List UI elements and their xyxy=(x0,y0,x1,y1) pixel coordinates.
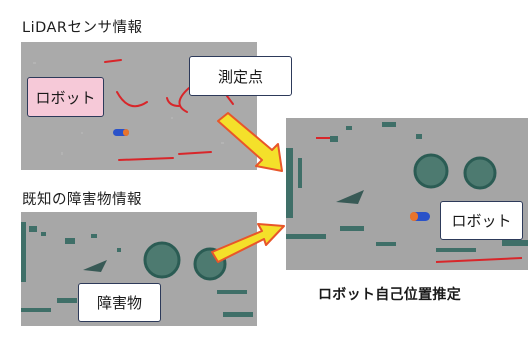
robot-callout-lidar: ロボット xyxy=(27,77,104,117)
localization-caption: ロボット自己位置推定 xyxy=(318,287,461,303)
obstacle-circles xyxy=(143,241,227,281)
robot-marker-estimated xyxy=(410,212,430,221)
measured-point-callout: 測定点 xyxy=(189,56,292,96)
obstacle-callout: 障害物 xyxy=(78,283,161,322)
obstacle-circles-overlay xyxy=(413,153,497,190)
known-obstacle-map-graphic xyxy=(21,222,253,317)
robot-callout-estimation: ロボット xyxy=(440,201,523,240)
lidar-scan-graphic xyxy=(33,59,243,161)
robot-marker xyxy=(113,129,129,136)
known-obstacle-panel-heading: 既知の障害物情報 xyxy=(22,192,142,208)
localization-result-graphic xyxy=(286,122,528,263)
localization-result-panel xyxy=(286,118,528,270)
lidar-panel-heading: LiDARセンサ情報 xyxy=(22,20,143,36)
lidar-measured-points xyxy=(104,59,234,161)
